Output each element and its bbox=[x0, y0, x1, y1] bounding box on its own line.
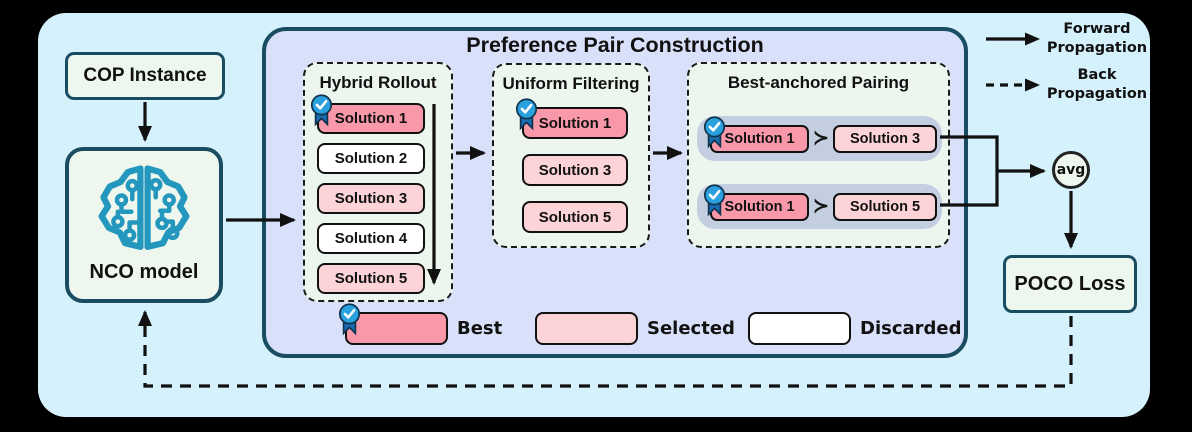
cop-instance-label: COP Instance bbox=[83, 65, 207, 86]
legend-best-swatch bbox=[338, 303, 448, 345]
poco-loss-label: POCO Loss bbox=[1014, 272, 1126, 295]
legend-discarded: Discarded bbox=[748, 312, 962, 345]
solution-label: Solution 5 bbox=[849, 198, 921, 215]
back-propagation-label: Back Propagation bbox=[1046, 66, 1148, 104]
solution-label: Solution 4 bbox=[334, 230, 408, 247]
best-badge-icon bbox=[703, 115, 726, 148]
filtering-solution-5: Solution 5 bbox=[522, 201, 628, 233]
solution-label: Solution 2 bbox=[334, 150, 408, 167]
forward-propagation-legend: Forward Propagation bbox=[984, 16, 1148, 62]
pair1-winner: Solution 1 bbox=[703, 115, 809, 153]
uniform-filtering-title: Uniform Filtering bbox=[502, 74, 640, 93]
solution-label: Solution 3 bbox=[538, 161, 612, 179]
best-badge-icon bbox=[338, 303, 361, 336]
preference-pair-2: Solution 1 ≻ Solution 5 bbox=[697, 183, 942, 229]
back-propagation-legend: Back Propagation bbox=[984, 62, 1148, 108]
solution-label: Solution 1 bbox=[334, 110, 408, 127]
best-badge-icon bbox=[310, 94, 333, 127]
hybrid-solution-3: Solution 3 bbox=[317, 183, 425, 214]
back-arrow-icon bbox=[986, 78, 1040, 92]
solution-label: Solution 3 bbox=[849, 130, 921, 147]
panel-title: Preference Pair Construction bbox=[466, 33, 764, 57]
solution-label: Solution 3 bbox=[334, 190, 408, 207]
best-badge-icon bbox=[703, 183, 726, 216]
solution-label: Solution 5 bbox=[538, 208, 612, 226]
legend-discarded-swatch bbox=[748, 312, 851, 345]
uniform-filtering-box: Uniform Filtering Solution 1 Solution 3 … bbox=[492, 63, 650, 248]
back-label-line1: Back bbox=[1077, 67, 1117, 83]
back-label-line2: Propagation bbox=[1046, 86, 1148, 102]
avg-node: avg bbox=[1052, 151, 1090, 189]
hybrid-solution-2: Solution 2 bbox=[317, 143, 425, 174]
legend-best: Best bbox=[338, 303, 503, 345]
legend-discarded-label: Discarded bbox=[860, 318, 962, 339]
solution-label: Solution 1 bbox=[538, 114, 612, 132]
hybrid-rollout-box: Hybrid Rollout Solution 1 Solution 2 Sol… bbox=[303, 62, 453, 302]
pair2-winner: Solution 1 bbox=[703, 183, 809, 221]
succeeds-symbol: ≻ bbox=[813, 128, 829, 149]
poco-loss-box: POCO Loss bbox=[1003, 255, 1137, 313]
forward-label-line2: Propagation bbox=[1046, 40, 1148, 56]
solution-label: Solution 5 bbox=[334, 270, 408, 287]
best-anchored-pairing-box: Best-anchored Pairing Solution 1 ≻ Solut… bbox=[687, 62, 950, 248]
solution-label: Solution 1 bbox=[724, 198, 795, 215]
legend-best-label: Best bbox=[457, 318, 503, 339]
hybrid-rollout-title: Hybrid Rollout bbox=[319, 73, 437, 92]
pair2-loser: Solution 5 bbox=[832, 192, 937, 221]
legend-selected-label: Selected bbox=[647, 318, 735, 339]
solution-label: Solution 1 bbox=[724, 130, 795, 147]
forward-propagation-label: Forward Propagation bbox=[1046, 20, 1148, 58]
forward-label-line1: Forward bbox=[1063, 21, 1131, 37]
filtering-solution-3: Solution 3 bbox=[522, 154, 628, 186]
hybrid-solution-5: Solution 5 bbox=[317, 263, 425, 294]
best-badge-icon bbox=[515, 98, 538, 131]
legend-selected-swatch bbox=[535, 312, 638, 345]
brain-circuit-icon bbox=[98, 165, 190, 250]
nco-model-label: NCO model bbox=[89, 261, 199, 283]
preference-pair-1: Solution 1 ≻ Solution 3 bbox=[697, 115, 942, 161]
pair1-loser: Solution 3 bbox=[832, 124, 937, 153]
avg-label: avg bbox=[1056, 162, 1086, 178]
cop-instance-box: COP Instance bbox=[65, 52, 225, 100]
legend-selected: Selected bbox=[535, 312, 735, 345]
best-anchored-pairing-title: Best-anchored Pairing bbox=[727, 73, 910, 92]
succeeds-symbol: ≻ bbox=[813, 196, 829, 217]
forward-arrow-icon bbox=[986, 32, 1040, 46]
filtering-solution-1: Solution 1 bbox=[515, 98, 628, 139]
nco-model-box: NCO model bbox=[65, 147, 223, 303]
hybrid-solution-1: Solution 1 bbox=[310, 94, 425, 134]
hybrid-solution-4: Solution 4 bbox=[317, 223, 425, 254]
